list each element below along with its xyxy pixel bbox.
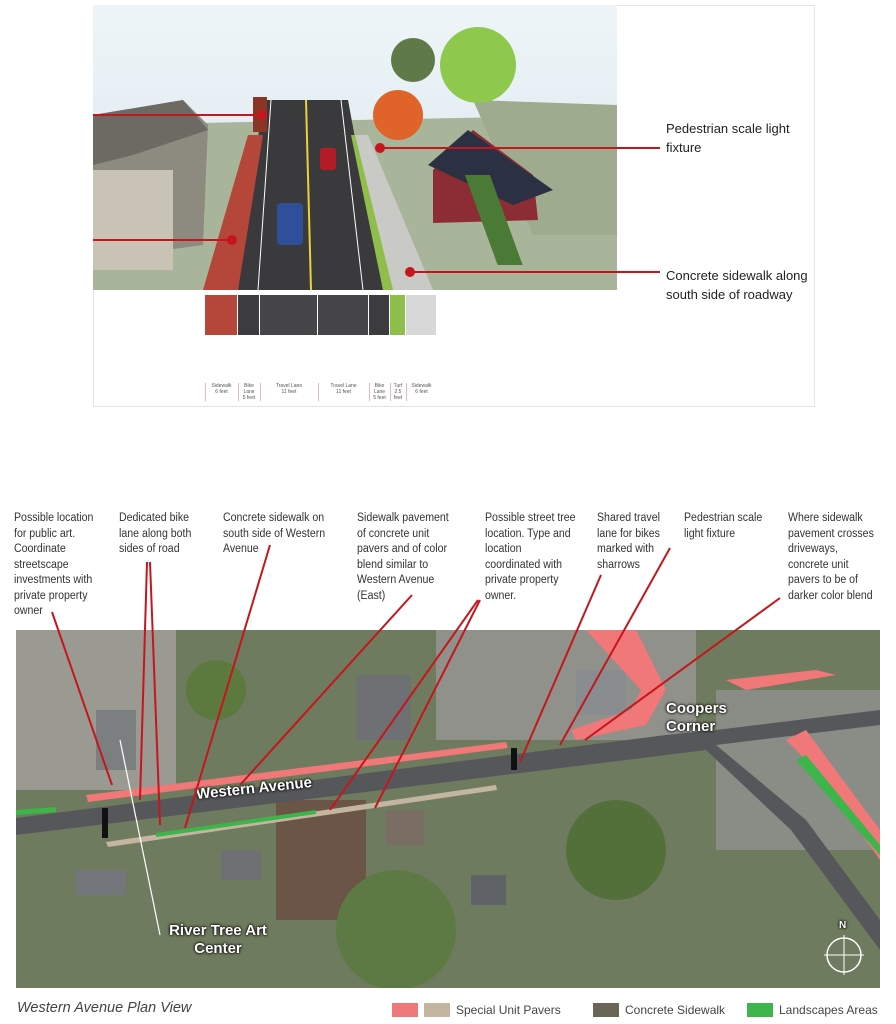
- legend-landscape-areas: Landscapes Areas: [747, 1003, 878, 1017]
- segment-width: 6 feet: [415, 389, 428, 395]
- legend-special-unit-pavers: Special Unit Pavers: [392, 1003, 561, 1017]
- segment-width: 11 feet: [281, 389, 297, 395]
- segment-width: 5 feet: [242, 395, 256, 401]
- segment-name: Travel Lane: [275, 383, 303, 389]
- note-concrete-sidewalk: Concrete sidewalk on south side of Weste…: [223, 512, 326, 555]
- segment-width: 5 feet: [373, 395, 386, 401]
- note-sidewalk-pavement: Sidewalk pavement of concrete unit paver…: [357, 512, 449, 602]
- note-light-fixture: Pedestrian scale light fixture: [684, 512, 763, 540]
- north-arrow-icon: N: [839, 920, 847, 931]
- segment-name: Sidewalk: [411, 383, 432, 389]
- legend-swatch: [593, 1003, 619, 1017]
- segment-width: 11 feet: [336, 389, 351, 395]
- legend-label: Concrete Sidewalk: [625, 1003, 726, 1017]
- note-public-art: Possible location for public art. Coordi…: [14, 512, 94, 617]
- segment-width: 2.5 feet: [393, 389, 403, 401]
- note-sharrows: Shared travel lane for bikes marked with…: [597, 512, 660, 571]
- map-label-coopers-corner: Coopers Corner: [666, 700, 727, 735]
- note-street-tree: Possible street tree location. Type and …: [485, 512, 576, 602]
- legend-concrete-sidewalk: Concrete Sidewalk: [593, 1003, 725, 1017]
- street-rendering-image: [93, 5, 617, 290]
- note-driveways: Where sidewalk pavement crosses driveway…: [788, 512, 874, 602]
- legend-swatch: [392, 1003, 418, 1017]
- callout-concrete-sidewalk: Concrete sidewalk along south side of ro…: [666, 268, 808, 302]
- segment-name: Bike Lane: [373, 383, 386, 395]
- legend-label: Landscapes Areas: [779, 1003, 878, 1017]
- segment-width: 6 feet: [215, 389, 228, 395]
- plan-caption: Western Avenue Plan View: [17, 1000, 192, 1016]
- segment-name: Turf: [393, 383, 403, 389]
- map-label-river-tree: River Tree Art Center: [169, 922, 267, 957]
- segment-name: Travel Lane: [330, 383, 357, 389]
- aerial-plan-map: Western Avenue Coopers Corner River Tree…: [16, 630, 880, 988]
- legend-swatch: [747, 1003, 773, 1017]
- legend-label: Special Unit Pavers: [456, 1003, 561, 1017]
- callout-light-fixture: Pedestrian scale light fixture: [666, 121, 790, 155]
- note-bike-lane: Dedicated bike lane along both sides of …: [119, 512, 192, 555]
- segment-name: Sidewalk: [211, 383, 232, 389]
- segment-name: Bike Lane: [243, 383, 255, 395]
- legend-swatch: [424, 1003, 450, 1017]
